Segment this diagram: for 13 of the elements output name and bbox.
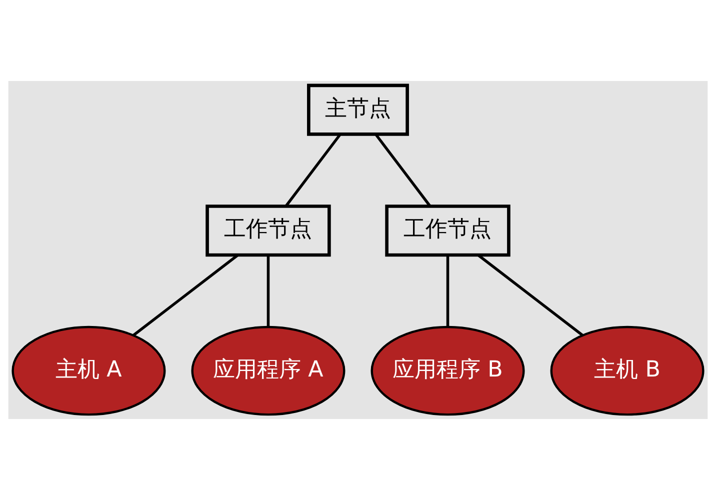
connector [374,134,432,207]
node-ellipse: 主机 A [12,326,166,416]
connector [477,254,584,336]
node-box: 工作节点 [206,204,331,257]
node-ellipse: 应用程序 B [370,326,525,416]
node-box: 主节点 [307,84,409,136]
node-ellipse: 应用程序 A [191,326,346,416]
connector [132,254,239,336]
connector [446,255,450,327]
connector [284,134,342,207]
node-box: 工作节点 [385,204,510,257]
connector [266,255,270,327]
node-ellipse: 主机 B [550,326,704,416]
